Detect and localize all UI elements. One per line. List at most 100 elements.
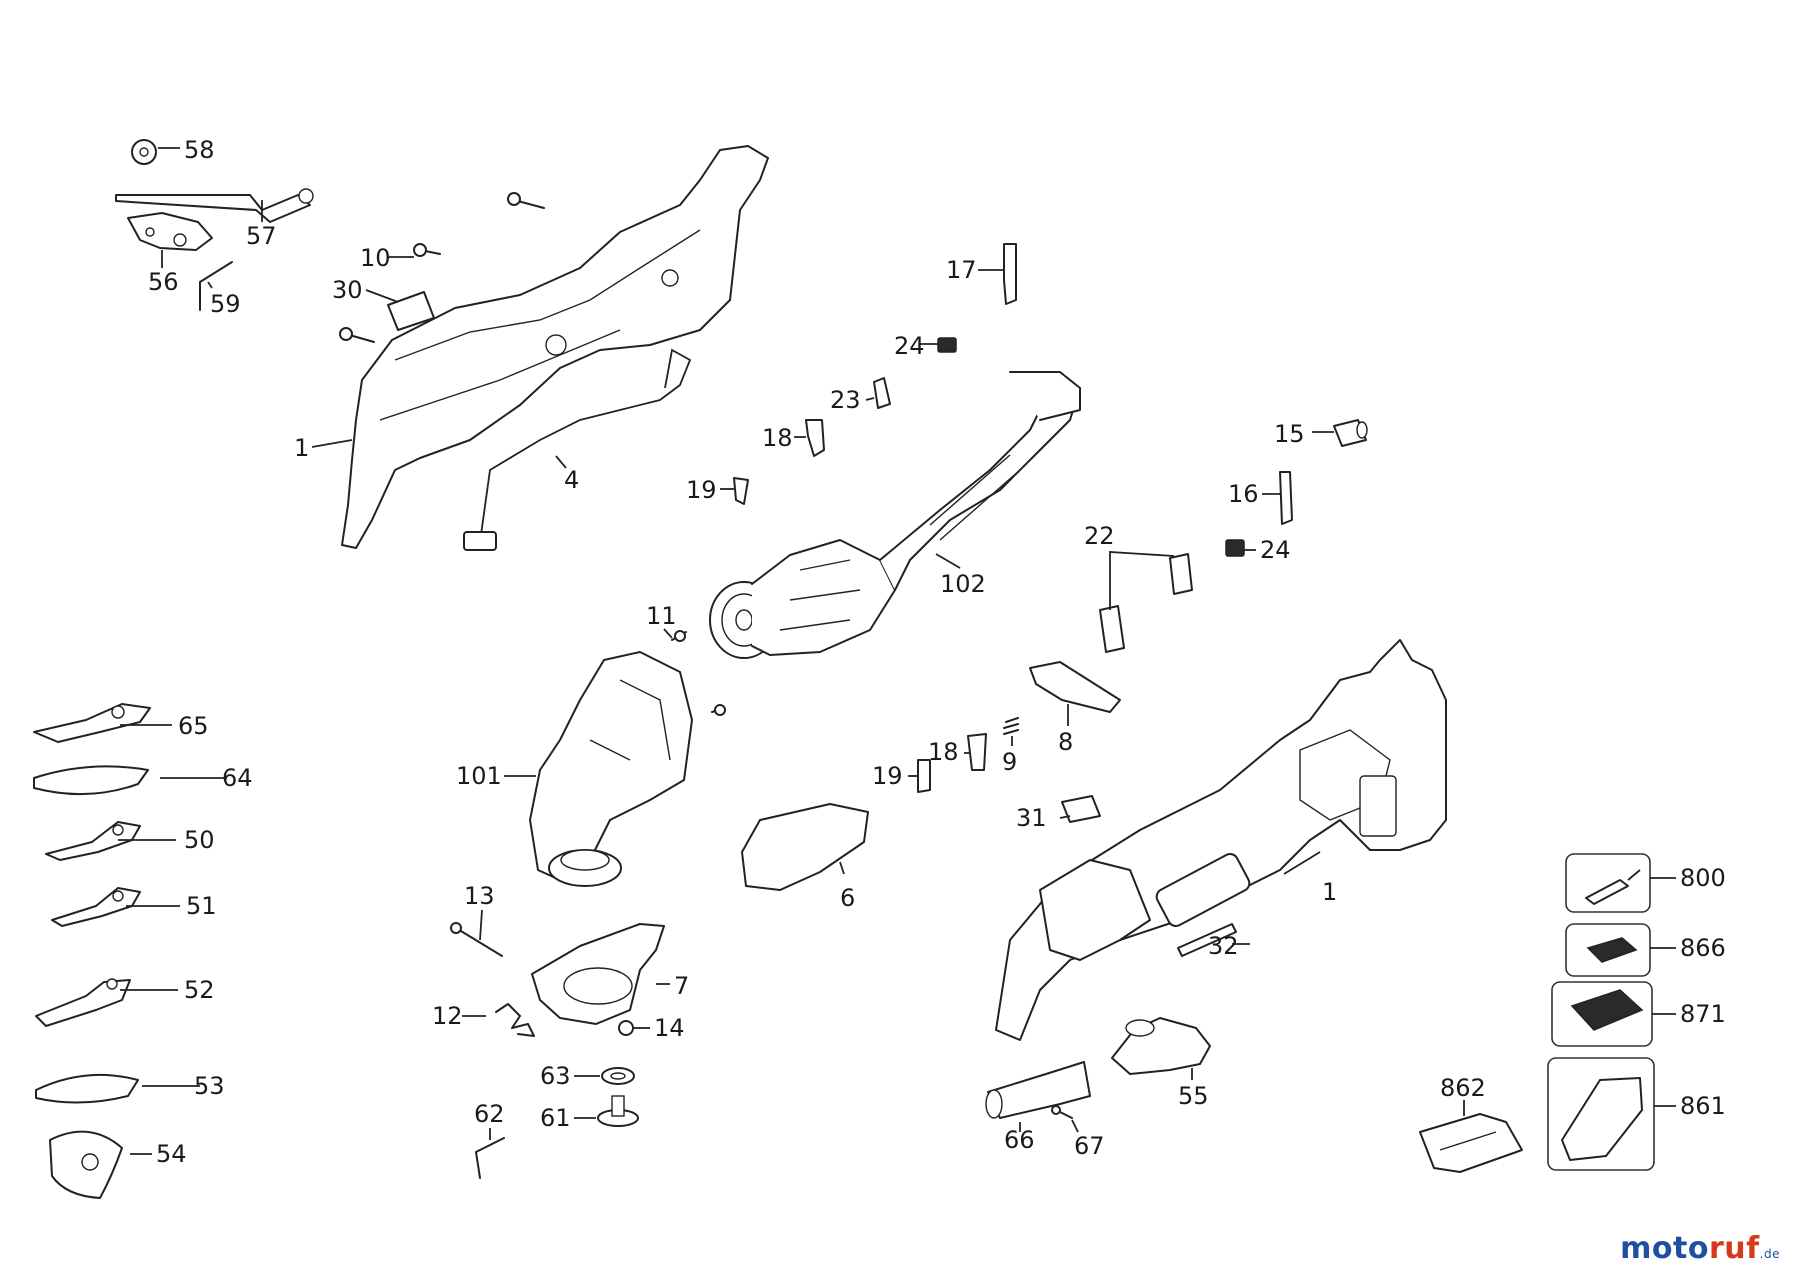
part-66-dust-adapter (985, 1061, 1091, 1119)
callout: 67 (1074, 1132, 1105, 1160)
callout: 861 (1680, 1092, 1726, 1120)
part-67-screw-head (1051, 1105, 1061, 1115)
part-4-connector (463, 531, 497, 551)
accessory-871-box (1551, 981, 1653, 1047)
callout: 54 (156, 1140, 187, 1168)
callout: 12 (432, 1002, 463, 1030)
part-63-washer (601, 1067, 635, 1085)
callout: 61 (540, 1104, 571, 1132)
callout: 9 (1002, 748, 1017, 776)
part-13-bolt-head (450, 922, 462, 934)
callout: 7 (674, 972, 689, 1000)
accessory-51-blade (51, 887, 141, 927)
callout: 866 (1680, 934, 1726, 962)
part-24-lower (1225, 539, 1245, 557)
part-13-bolt (455, 927, 503, 957)
part-18-lower (967, 733, 987, 771)
part-11-screws (671, 630, 726, 716)
part-101-gear-head (529, 651, 693, 887)
accessory-866-box (1565, 923, 1651, 977)
callout: 102 (940, 570, 986, 598)
accessory-64-segment-blade (33, 765, 149, 796)
callout: 14 (654, 1014, 685, 1042)
part-31-label (1061, 795, 1101, 823)
part-19-top (733, 477, 749, 505)
part-6-bracket (741, 803, 869, 891)
accessory-800-box (1565, 853, 1651, 913)
callout: 53 (194, 1072, 225, 1100)
accessory-50-blade (45, 821, 141, 861)
part-55-dust-port (1111, 1017, 1211, 1075)
callout: 24 (894, 332, 925, 360)
callout: 15 (1274, 420, 1305, 448)
callout-labels: 58 57 56 59 10 30 1 4 17 24 23 18 19 102… (148, 136, 1726, 1168)
watermark-brand-red: ruf (1708, 1231, 1760, 1266)
leader-lines (118, 147, 1676, 1155)
callout: 65 (178, 712, 209, 740)
part-1-assembled-tool (995, 639, 1447, 1041)
callout: 13 (464, 882, 495, 910)
part-8-switch (1029, 661, 1121, 713)
callout: 50 (184, 826, 215, 854)
callout: 19 (686, 476, 717, 504)
callout: 862 (1440, 1074, 1486, 1102)
part-16 (1279, 471, 1293, 525)
accessory-52-blade (35, 978, 131, 1027)
callout: 51 (186, 892, 217, 920)
callout: 17 (946, 256, 977, 284)
callout: 32 (1208, 932, 1239, 960)
callout: 52 (184, 976, 215, 1004)
part-102-motor-assembly (709, 371, 1081, 659)
part-4-cable (479, 348, 692, 543)
part-screws-top (339, 192, 545, 343)
part-32-label (1177, 923, 1237, 957)
callout: 58 (184, 136, 215, 164)
part-59-hex-key (199, 261, 233, 311)
callout: 56 (148, 268, 179, 296)
callout: 871 (1680, 1000, 1726, 1028)
callout: 18 (762, 424, 793, 452)
callout: 800 (1680, 864, 1726, 892)
accessory-861-box (1547, 1057, 1655, 1171)
callout: 18 (928, 738, 959, 766)
part-58-knob (131, 139, 157, 165)
callout: 6 (840, 884, 855, 912)
accessory-862-insert (1419, 1113, 1523, 1173)
part-14-nut (618, 1020, 634, 1036)
motoruf-watermark: motoruf.de (1620, 1231, 1780, 1266)
callout: 8 (1058, 728, 1073, 756)
callout: 19 (872, 762, 903, 790)
accessory-54-sanding-pad (49, 1130, 123, 1199)
callout: 57 (246, 222, 277, 250)
callout: 16 (1228, 480, 1259, 508)
callout: 23 (830, 386, 861, 414)
accessory-53-segment-blade (35, 1073, 139, 1104)
part-12-clip (495, 1003, 535, 1037)
part-17 (1003, 243, 1017, 305)
watermark-suffix: .de (1759, 1247, 1780, 1261)
callout: 31 (1016, 804, 1047, 832)
part-9-spring (1003, 717, 1019, 735)
accessory-65-blade (33, 703, 151, 743)
part-7-clamp (531, 923, 665, 1025)
callout: 101 (456, 762, 502, 790)
part-19-lower (917, 759, 931, 793)
callout: 10 (360, 244, 391, 272)
part-62-hex-key (475, 1137, 505, 1179)
callout: 62 (474, 1100, 505, 1128)
callout: 1 (294, 434, 309, 462)
callout: 59 (210, 290, 241, 318)
callout: 55 (1178, 1082, 1209, 1110)
part-24 (937, 337, 957, 353)
callout: 63 (540, 1062, 571, 1090)
callout: 1 (1322, 878, 1337, 906)
part-57-lever (115, 188, 314, 223)
part-15-bushing (1333, 419, 1368, 447)
callout: 66 (1004, 1126, 1035, 1154)
watermark-brand-blue: moto (1620, 1231, 1709, 1266)
part-1-housing-left (341, 145, 769, 549)
part-56-clamp (127, 212, 213, 251)
callout: 64 (222, 764, 253, 792)
